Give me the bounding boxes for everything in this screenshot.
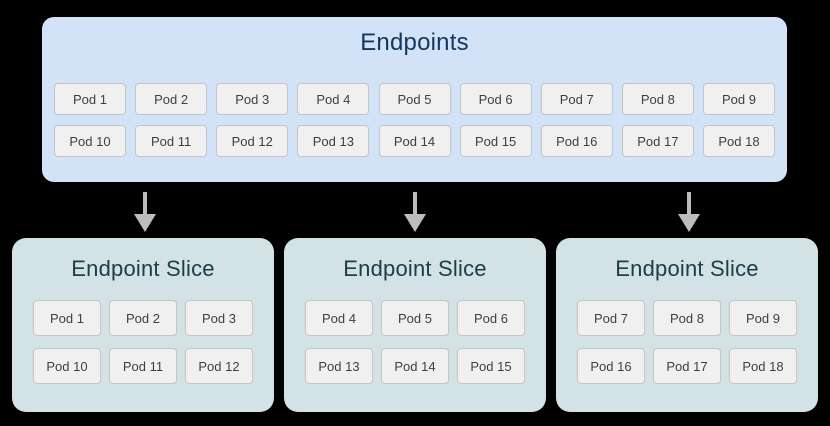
pod-chip: Pod 2 [109, 300, 177, 336]
arrow-down-icon [404, 192, 426, 232]
endpoint-slice-pod-grid: Pod 1 Pod 2 Pod 3 Pod 10 Pod 11 Pod 12 [33, 300, 253, 384]
endpoint-slice-pod-row: Pod 7 Pod 8 Pod 9 [577, 300, 797, 336]
endpoints-container: Endpoints Pod 1 Pod 2 Pod 3 Pod 4 Pod 5 … [42, 17, 787, 182]
endpoints-pod-row: Pod 1 Pod 2 Pod 3 Pod 4 Pod 5 Pod 6 Pod … [54, 83, 775, 115]
arrow-down-icon [678, 192, 700, 232]
pod-chip: Pod 4 [297, 83, 370, 115]
endpoint-slice-title: Endpoint Slice [71, 256, 215, 281]
endpoint-slice-pod-grid: Pod 7 Pod 8 Pod 9 Pod 16 Pod 17 Pod 18 [577, 300, 797, 384]
pod-chip: Pod 1 [33, 300, 101, 336]
pod-chip: Pod 13 [297, 125, 370, 157]
pod-chip: Pod 6 [459, 83, 532, 115]
pod-chip: Pod 17 [653, 348, 721, 384]
pod-chip: Pod 10 [33, 348, 101, 384]
endpoint-slice-container: Endpoint Slice Pod 1 Pod 2 Pod 3 Pod 10 … [12, 238, 274, 412]
pod-chip: Pod 10 [54, 125, 126, 157]
endpoints-pod-row: Pod 10 Pod 11 Pod 12 Pod 13 Pod 14 Pod 1… [54, 125, 775, 157]
pod-chip: Pod 14 [381, 348, 449, 384]
pod-chip: Pod 8 [621, 83, 694, 115]
arrow-shaft [143, 192, 147, 218]
pod-chip: Pod 12 [185, 348, 253, 384]
endpoints-pod-grid: Pod 1 Pod 2 Pod 3 Pod 4 Pod 5 Pod 6 Pod … [54, 83, 775, 157]
endpoint-slice-title: Endpoint Slice [615, 256, 759, 281]
pod-chip: Pod 16 [540, 125, 613, 157]
arrow-head [404, 214, 426, 232]
pod-chip: Pod 11 [109, 348, 177, 384]
endpoints-title: Endpoints [360, 29, 469, 56]
endpoint-slice-container: Endpoint Slice Pod 4 Pod 5 Pod 6 Pod 13 … [284, 238, 546, 412]
pod-chip: Pod 15 [457, 348, 525, 384]
endpoint-slice-pod-row: Pod 10 Pod 11 Pod 12 [33, 348, 253, 384]
pod-chip: Pod 14 [378, 125, 451, 157]
pod-chip: Pod 13 [305, 348, 373, 384]
pod-chip: Pod 4 [305, 300, 373, 336]
pod-chip: Pod 18 [729, 348, 797, 384]
pod-chip: Pod 7 [540, 83, 613, 115]
pod-chip: Pod 6 [457, 300, 525, 336]
pod-chip: Pod 15 [459, 125, 532, 157]
endpoint-slice-pod-row: Pod 16 Pod 17 Pod 18 [577, 348, 797, 384]
endpoint-slice-title: Endpoint Slice [343, 256, 487, 281]
arrow-head [678, 214, 700, 232]
arrow-shaft [687, 192, 691, 218]
pod-chip: Pod 18 [703, 125, 775, 157]
pod-chip: Pod 3 [185, 300, 253, 336]
pod-chip: Pod 8 [653, 300, 721, 336]
pod-chip: Pod 2 [135, 83, 208, 115]
pod-chip: Pod 9 [729, 300, 797, 336]
pod-chip: Pod 1 [54, 83, 126, 115]
pod-chip: Pod 5 [378, 83, 451, 115]
endpoint-slice-pod-grid: Pod 4 Pod 5 Pod 6 Pod 13 Pod 14 Pod 15 [305, 300, 525, 384]
pod-chip: Pod 3 [216, 83, 289, 115]
pod-chip: Pod 5 [381, 300, 449, 336]
endpoint-slice-pod-row: Pod 4 Pod 5 Pod 6 [305, 300, 525, 336]
endpoint-slice-container: Endpoint Slice Pod 7 Pod 8 Pod 9 Pod 16 … [556, 238, 818, 412]
pod-chip: Pod 12 [216, 125, 289, 157]
endpoint-slice-pod-row: Pod 13 Pod 14 Pod 15 [305, 348, 525, 384]
arrow-down-icon [134, 192, 156, 232]
arrow-shaft [413, 192, 417, 218]
pod-chip: Pod 17 [621, 125, 694, 157]
pod-chip: Pod 7 [577, 300, 645, 336]
pod-chip: Pod 9 [703, 83, 775, 115]
pod-chip: Pod 16 [577, 348, 645, 384]
endpoint-slice-pod-row: Pod 1 Pod 2 Pod 3 [33, 300, 253, 336]
arrow-head [134, 214, 156, 232]
pod-chip: Pod 11 [135, 125, 208, 157]
